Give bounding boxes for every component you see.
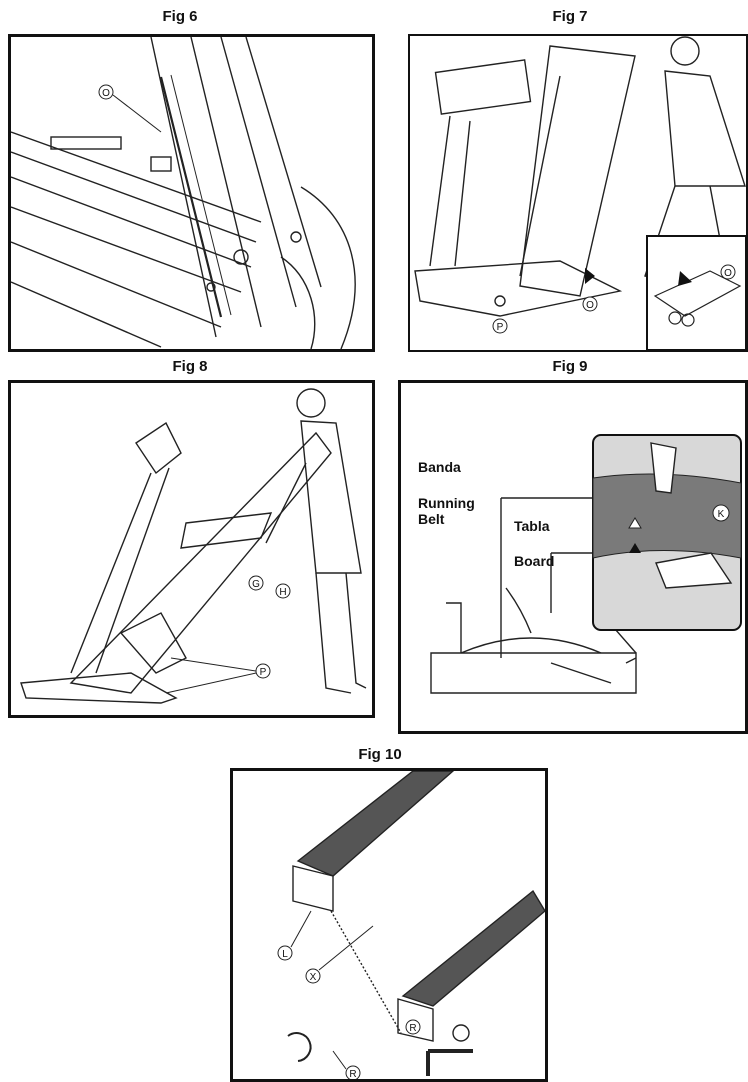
fig8-panel: G H P <box>8 380 375 718</box>
fig9-callout-k: K <box>718 509 725 520</box>
fig7-caption: Fig 7 <box>552 8 588 25</box>
fig10-callout-r-hex: R <box>409 1023 416 1034</box>
fig7-callout-p: P <box>497 322 504 333</box>
fig9-panel: K Banda Running Belt Tabla Board <box>398 380 748 734</box>
fig6-callout-o: O <box>102 88 110 99</box>
fig10-callout-r-key: R <box>349 1069 356 1079</box>
fig8-callout-h: H <box>279 587 286 598</box>
fig6-caption: Fig 6 <box>162 8 198 25</box>
fig9-label-tabla: Tabla <box>514 518 550 534</box>
fig10-illustration: L X R R <box>277 771 545 1079</box>
fig7-callout-o: O <box>586 300 594 311</box>
fig10-panel: L X R R <box>230 768 548 1082</box>
fig10-caption: Fig 10 <box>358 746 402 763</box>
fig8-callout-p: P <box>260 667 267 678</box>
fig7-illustration: P O O <box>414 36 746 350</box>
fig9-label-banda: Banda <box>418 459 461 475</box>
fig10-callout-l: L <box>282 949 288 960</box>
fig9-caption: Fig 9 <box>552 358 588 375</box>
fig6-panel: O <box>8 34 375 352</box>
fig8-illustration: G H P <box>20 388 367 704</box>
fig9-label-board: Board <box>514 553 555 569</box>
fig8-callout-g: G <box>252 579 260 590</box>
fig9-illustration: K <box>430 434 742 694</box>
fig10-callout-x: X <box>310 972 317 983</box>
fig7-panel: P O O <box>408 34 748 352</box>
fig8-caption: Fig 8 <box>172 358 208 375</box>
fig6-illustration: O <box>11 37 356 349</box>
fig9-label-running-belt: Running Belt <box>418 495 475 527</box>
fig7-inset-callout-o: O <box>724 268 732 279</box>
